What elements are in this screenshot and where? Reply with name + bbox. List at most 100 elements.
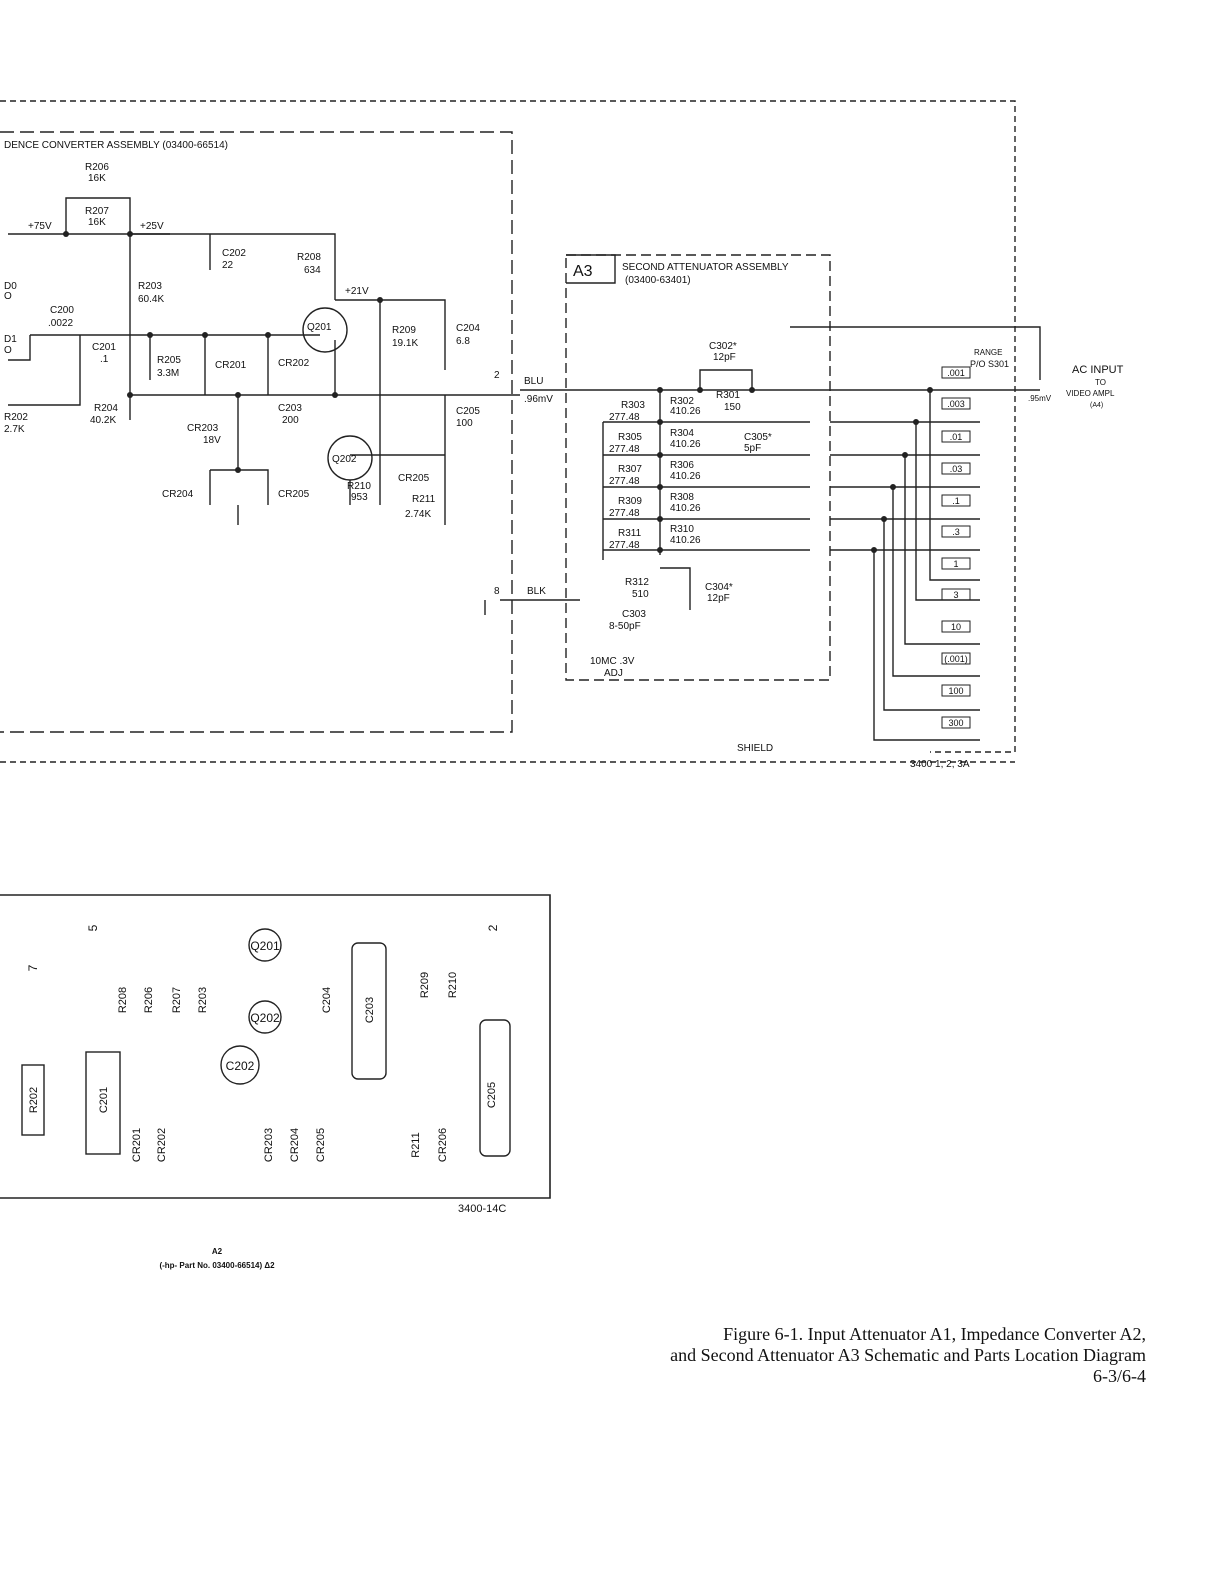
a2-component-label: 2.74K	[405, 509, 431, 520]
a2-component-label: R210	[347, 481, 371, 492]
range-position-label: .003	[947, 399, 965, 409]
range-position-label: .01	[950, 432, 963, 442]
a2-component-label: 953	[351, 492, 368, 503]
a3-component-label: 410.26	[670, 471, 701, 482]
a2-component-label: R211	[412, 494, 436, 505]
a3-component-label: ADJ	[604, 668, 623, 679]
range-position-box	[941, 430, 971, 443]
a2-component-label: BLU	[524, 376, 543, 387]
range-position-box	[941, 366, 971, 379]
a2-component-label: .96mV	[524, 394, 553, 405]
a2-component-label: R206	[85, 162, 109, 173]
board-reference: 3400-14C	[458, 1203, 506, 1215]
board-caption-title: A2	[212, 1247, 223, 1256]
range-position-label: 3	[953, 590, 958, 600]
a2-component-label: +75V	[28, 221, 52, 232]
a2-component-label: +25V	[140, 221, 164, 232]
board-component-label: R202	[28, 1087, 40, 1113]
a3-component-label: R310	[670, 524, 694, 535]
a3-part-number: (03400-63401)	[625, 275, 691, 286]
board-component-label: R208	[117, 987, 129, 1013]
output-label: VIDEO AMPL	[1066, 389, 1115, 398]
range-position-label: 100	[948, 686, 963, 696]
a3-component-label: R305	[618, 432, 642, 443]
board-component-label: R203	[197, 987, 209, 1013]
a2-component-label: .0022	[48, 318, 73, 329]
a2-component-label: CR202	[278, 358, 310, 369]
a2-assembly-title: DENCE CONVERTER ASSEMBLY (03400-66514)	[4, 140, 228, 151]
range-position-box	[941, 716, 971, 729]
board-component-label: CR201	[131, 1128, 143, 1162]
a2-component-label: 2.7K	[4, 424, 25, 435]
output-label: AC INPUT	[1072, 364, 1124, 376]
a3-component-label: 150	[724, 402, 741, 413]
a2-component-label: 100	[456, 418, 473, 429]
board-component-label: R207	[171, 987, 183, 1013]
a2-component-label: R207	[85, 206, 109, 217]
a3-component-label: R303	[621, 400, 645, 411]
a2-component-label: CR203	[187, 423, 219, 434]
a3-component-label: C304*	[705, 582, 733, 593]
a2-component-label: R205	[157, 355, 181, 366]
board-component-label: C203	[364, 997, 376, 1023]
a3-component-label: 410.26	[670, 503, 701, 514]
board-component-label: C201	[98, 1087, 110, 1113]
a3-component-label: R306	[670, 460, 694, 471]
range-position-label: 300	[948, 718, 963, 728]
a2-component-label: 22	[222, 260, 234, 271]
a2-component-label: 60.4K	[138, 294, 164, 305]
a2-component-label: C201	[92, 342, 116, 353]
a2-component-label: BLK	[527, 586, 546, 597]
board-component-label: CR206	[437, 1128, 449, 1162]
a2-component-label: C200	[50, 305, 74, 316]
range-position-box	[941, 462, 971, 475]
board-component-label: R206	[143, 987, 155, 1013]
a2-component-label: C204	[456, 323, 480, 334]
a2-component-label: CR201	[215, 360, 247, 371]
range-position-box	[941, 588, 971, 601]
a2-component-label: 2	[494, 370, 500, 381]
a3-component-label: R302	[670, 396, 694, 407]
a2-component-label: 16K	[88, 217, 106, 228]
board-component-label: C205	[486, 1082, 498, 1108]
a3-component-label: 410.26	[670, 406, 701, 417]
a2-component-label: 200	[282, 415, 299, 426]
a2-component-label: CR205	[278, 489, 310, 500]
board-component-label: Q201	[250, 939, 280, 953]
a2-component-label: O	[4, 291, 12, 302]
board-component-label: Q202	[250, 1011, 280, 1025]
caption-line-2: and Second Attenuator A3 Schematic and P…	[670, 1345, 1146, 1365]
a2-component-label: O	[4, 345, 12, 356]
a2-component-label: C205	[456, 406, 480, 417]
range-position-box	[941, 652, 971, 665]
a3-title: SECOND ATTENUATOR ASSEMBLY	[622, 262, 789, 273]
a3-component-label: C303	[622, 609, 646, 620]
range-position-box	[941, 620, 971, 633]
a2-component-label: R203	[138, 281, 162, 292]
board-component-label: R210	[447, 972, 459, 998]
a3-component-label: 10MC .3V	[590, 656, 635, 667]
a3-component-label: 5pF	[744, 443, 761, 454]
output-label: (A4)	[1090, 402, 1103, 409]
switch-label: P/O S301	[970, 359, 1009, 369]
a3-component-label: 410.26	[670, 439, 701, 450]
a2-component-label: D0	[4, 281, 17, 292]
a2-component-label: Q202	[332, 454, 357, 465]
a2-component-label: 634	[304, 265, 321, 276]
a2-component-label: 19.1K	[392, 338, 418, 349]
board-component-label: CR205	[315, 1128, 327, 1162]
range-position-label: 10	[951, 622, 961, 632]
a2-component-label: C203	[278, 403, 302, 414]
range-position-box	[941, 397, 971, 410]
board-component-label: CR203	[263, 1128, 275, 1162]
figure-caption: Figure 6-1. Input Attenuator A1, Impedan…	[426, 1324, 1146, 1387]
board-pin-label: 7	[26, 964, 40, 971]
range-position-box	[941, 557, 971, 570]
caption-line-1: Figure 6-1. Input Attenuator A1, Impedan…	[723, 1324, 1146, 1344]
schematic-reference: 3400 1, 2, 3A	[910, 759, 970, 770]
a3-component-label: 277.48	[609, 540, 640, 551]
a3-component-label: 410.26	[670, 535, 701, 546]
a2-component-label: 8	[494, 586, 500, 597]
range-position-label: .001	[947, 368, 965, 378]
